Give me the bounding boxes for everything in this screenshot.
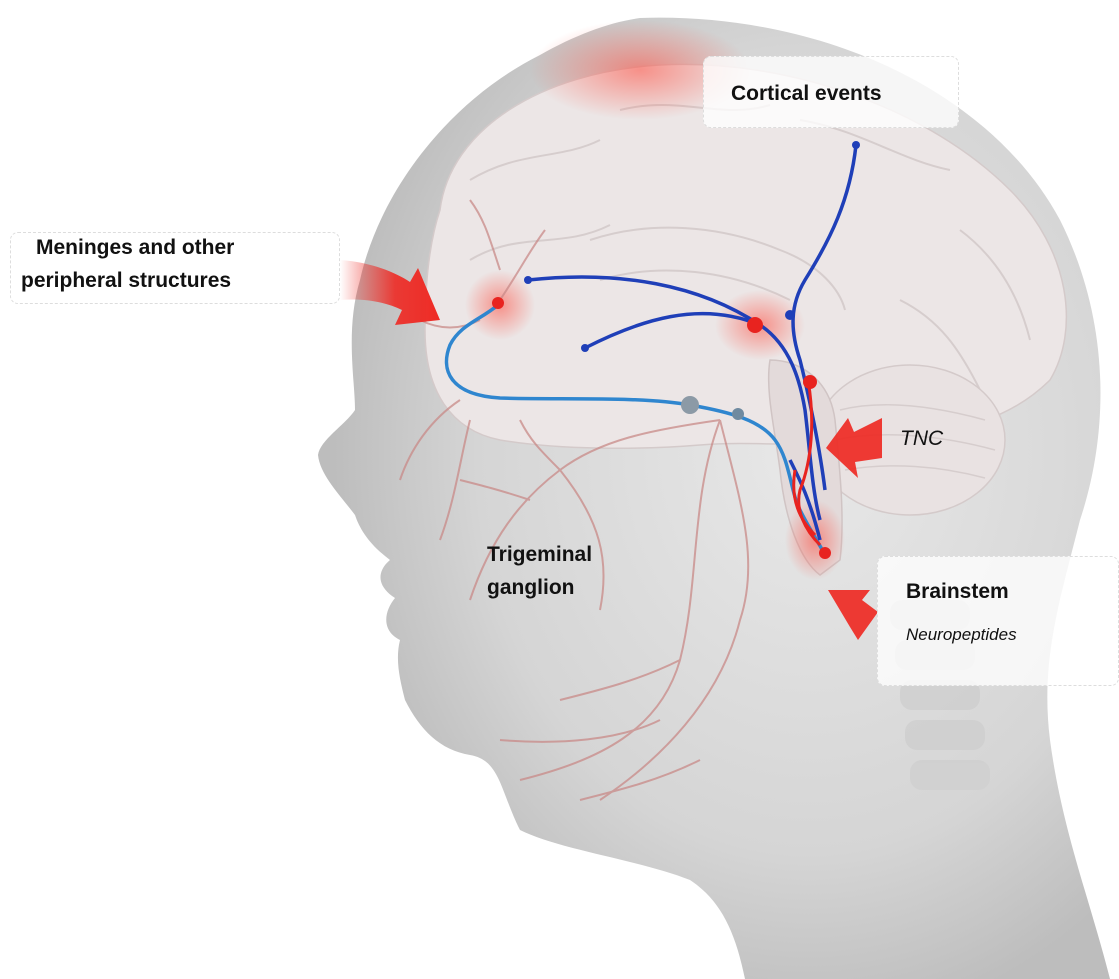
meninges-label-line2: peripheral structures <box>21 267 231 294</box>
trigeminal-ganglion-node <box>681 396 699 414</box>
tnc-node <box>803 375 817 389</box>
meninges-label-line1: Meninges and other <box>36 234 234 261</box>
trigeminal-label-line2: ganglion <box>487 574 575 601</box>
brainstem-label: Brainstem <box>906 578 1009 605</box>
tnc-label: TNC <box>900 425 943 452</box>
cortical-node <box>852 141 860 149</box>
hypothalamus-node <box>747 317 763 333</box>
trigeminal-label-line1: Trigeminal <box>487 541 592 568</box>
pathway-node-1 <box>524 276 532 284</box>
neuropeptides-label: Neuropeptides <box>906 621 1017 648</box>
cortical-events-label: Cortical events <box>731 80 882 107</box>
pathway-node-2 <box>581 344 589 352</box>
thalamus-node <box>785 310 795 320</box>
meninges-node <box>492 297 504 309</box>
ganglion-node-2 <box>732 408 744 420</box>
brainstem-node <box>819 547 831 559</box>
